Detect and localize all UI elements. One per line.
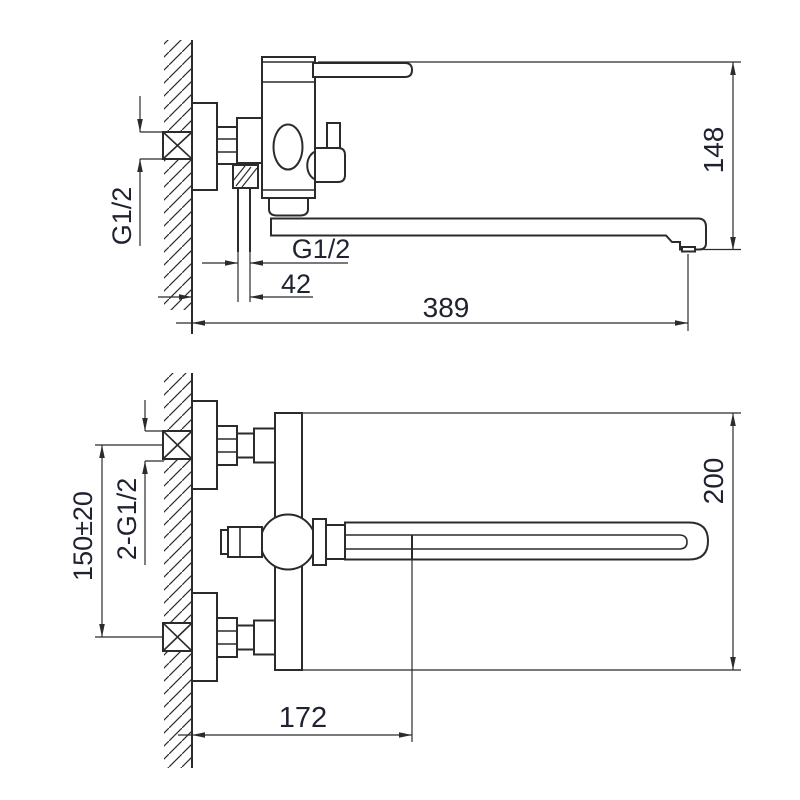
dim-inlet-thread: G1/2 <box>107 96 164 246</box>
plan-view: 2-G1/2 150±20 172 200 <box>68 373 741 768</box>
inlet-connector-bottom <box>236 619 276 656</box>
dim-spout-reach: 389 <box>176 254 689 331</box>
dim-inlet-spacing: 150±20 <box>68 444 164 638</box>
wall-hatch <box>164 40 192 310</box>
hex-nut-top <box>216 425 238 466</box>
inlet-connector-top <box>236 427 276 464</box>
inlet-pipe-symbol-top <box>162 430 193 460</box>
handle-lever <box>312 62 414 78</box>
temperature-knob <box>272 123 304 171</box>
spout-nut <box>268 197 309 217</box>
shower-hose-outlet <box>232 164 259 302</box>
escutcheon-bottom <box>191 592 218 682</box>
inlet-pipe-symbol-bottom <box>162 622 193 652</box>
faucet-body <box>261 56 316 199</box>
dim-label-wall-to-outlet: 42 <box>281 269 311 299</box>
escutcheon-top <box>191 400 218 490</box>
diverter-knob <box>306 122 346 183</box>
diverter-stem <box>220 526 263 558</box>
dim-height: 148 <box>318 61 741 251</box>
dim-label-height: 148 <box>698 127 729 174</box>
dim-shower-outlet-thread: G1/2 <box>202 234 350 266</box>
dim-label-inlet-thread-pair: 2-G1/2 <box>112 478 142 561</box>
dim-label-spout-reach: 389 <box>423 292 470 323</box>
dim-wall-to-outlet: 42 <box>158 269 313 300</box>
dim-wall-to-spout-joint: 172 <box>178 559 413 742</box>
eccentric-hex-nut <box>216 126 238 165</box>
dim-label-shower-outlet-thread: G1/2 <box>292 234 351 264</box>
dim-label-overall-width: 200 <box>698 458 729 505</box>
cartridge-circle <box>259 513 317 571</box>
dim-label-inlet-spacing: 150±20 <box>68 491 98 581</box>
inlet-connector <box>236 117 263 164</box>
spout-mount <box>312 518 346 566</box>
dim-inlet-thread-pair: 2-G1/2 <box>112 400 164 565</box>
spout-bar <box>344 521 710 561</box>
hex-nut-bottom <box>216 617 238 658</box>
dim-label-wall-to-spout-joint: 172 <box>279 702 327 734</box>
aerator <box>681 246 696 253</box>
dim-label-inlet-thread: G1/2 <box>107 187 137 246</box>
escutcheon <box>191 102 218 191</box>
dim-overall-width: 200 <box>302 412 741 671</box>
spout <box>270 217 707 251</box>
inlet-pipe-symbol <box>162 131 193 160</box>
side-view: G1/2 G1/2 42 389 <box>107 40 741 334</box>
